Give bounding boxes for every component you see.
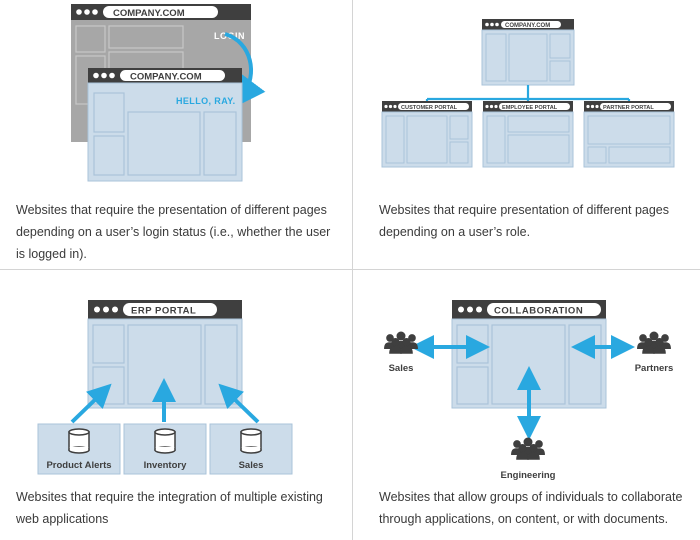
portal-title-partner: PARTNER PORTAL [603,105,654,111]
front-window: COMPANY.COM HELLO, RAY. [87,68,243,182]
group-icon-engineering [511,438,545,460]
group-icon-partners [637,332,671,354]
portal-window-customer: CUSTOMER PORTAL [381,101,473,168]
collaboration-arrows [410,335,635,440]
caption-user-role: Websites that require presentation of di… [379,203,669,239]
erp-window: ERP PORTAL [87,300,243,409]
integration-arrows [70,378,260,424]
panel-collaboration: COLLABORATION Sales Partners Engineering… [353,270,700,540]
erp-diagram: ERP PORTAL Product Alerts [37,300,293,475]
horizontal-divider [0,269,700,270]
panel-erp-integration: ERP PORTAL Product Alerts [0,270,352,540]
back-window-title: COMPANY.COM [113,8,185,19]
redirect-arrow [224,32,266,108]
portal-window-employee: EMPLOYEE PORTAL [482,101,574,168]
portal-title-employee: EMPLOYEE PORTAL [502,105,558,111]
group-label-engineering: Engineering [501,470,556,481]
source-label-sales: Sales [239,460,264,471]
group-label-sales: Sales [389,363,414,374]
front-window-status: HELLO, RAY. [176,96,236,106]
source-inventory: Inventory [123,423,207,475]
group-icon-sales [384,332,418,354]
front-window-title: COMPANY.COM [130,72,202,83]
vertical-divider [352,0,353,540]
panel-user-role: COMPANY.COM CUSTOMER PORTAL [353,0,700,269]
company-window: COMPANY.COM [481,19,575,86]
source-product-alerts: Product Alerts [37,423,121,475]
caption-collaboration: Websites that allow groups of individual… [379,490,683,526]
panel-login-status: COMPANY.COM LOGIN COMPANY.COM HELLO, RAY… [0,0,352,269]
group-label-partners: Partners [635,363,674,374]
portal-window-partner: PARTNER PORTAL [583,101,675,168]
caption-erp-integration: Websites that require the integration of… [16,490,323,526]
database-icon [240,428,262,454]
company-window-title: COMPANY.COM [505,23,550,29]
source-sales: Sales [209,423,293,475]
source-label-inventory: Inventory [144,460,187,471]
login-diagram: COMPANY.COM LOGIN COMPANY.COM HELLO, RAY… [71,4,266,182]
role-diagram: COMPANY.COM CUSTOMER PORTAL [381,19,675,168]
portal-title-customer: CUSTOMER PORTAL [401,105,458,111]
collaboration-window-title: COLLABORATION [494,306,583,317]
database-icon [68,428,90,454]
caption-login-status: Websites that require the presentation o… [16,203,331,261]
database-icon [154,428,176,454]
collaboration-diagram: COLLABORATION Sales Partners Engineering [353,300,674,481]
source-label-product-alerts: Product Alerts [46,460,111,471]
erp-window-title: ERP PORTAL [131,306,196,317]
